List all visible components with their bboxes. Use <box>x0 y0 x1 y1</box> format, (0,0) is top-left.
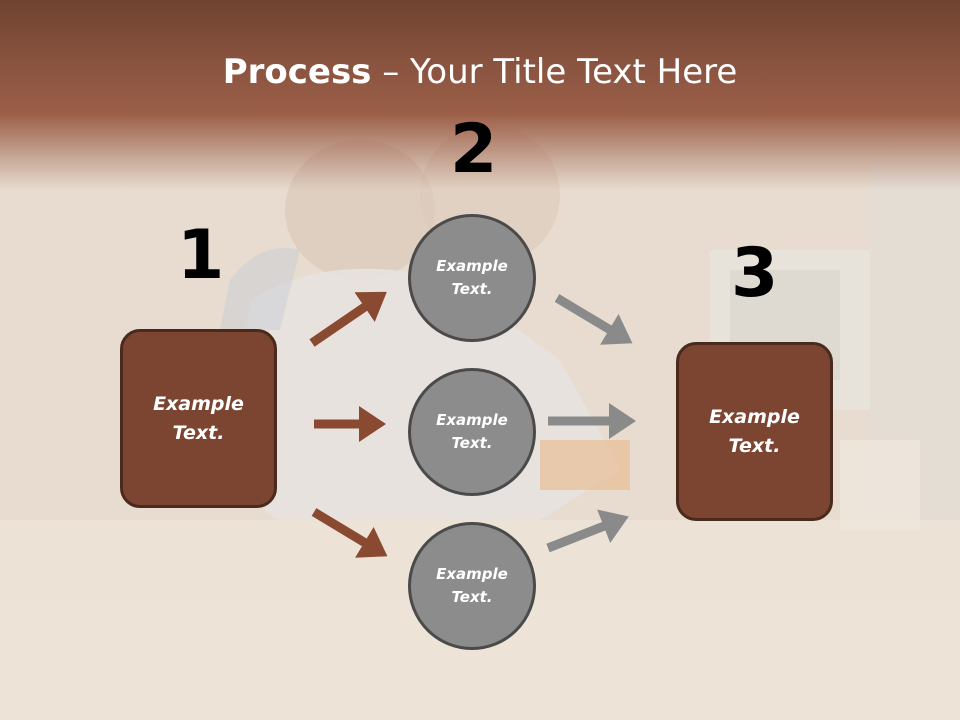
step-number-2: 2 <box>450 110 498 189</box>
circle-middle-line2: Text. <box>451 434 493 452</box>
circle-middle-line1: Example <box>436 411 508 429</box>
arrow-bottom-to-right <box>546 509 629 553</box>
right-box-line1: Example <box>709 405 800 428</box>
left-box-line2: Text. <box>172 421 225 444</box>
circle-top-line1: Example <box>436 257 508 275</box>
title-rest: – Your Title Text Here <box>371 52 738 92</box>
header-band <box>0 0 960 190</box>
step-number-1: 1 <box>177 216 225 295</box>
slide-title: Process – Your Title Text Here <box>0 52 960 92</box>
step-number-3: 3 <box>731 234 779 313</box>
arrow-left-to-bottom <box>311 508 388 558</box>
circle-bottom-line2: Text. <box>451 588 493 606</box>
left-box-line1: Example <box>153 392 244 415</box>
right-box-line2: Text. <box>728 434 781 457</box>
arrow-left-to-top <box>309 291 387 347</box>
circle-top-line2: Text. <box>451 280 493 298</box>
arrow-top-to-right <box>554 294 633 345</box>
circle-bottom-line1: Example <box>436 565 508 583</box>
title-bold: Process <box>222 52 372 92</box>
